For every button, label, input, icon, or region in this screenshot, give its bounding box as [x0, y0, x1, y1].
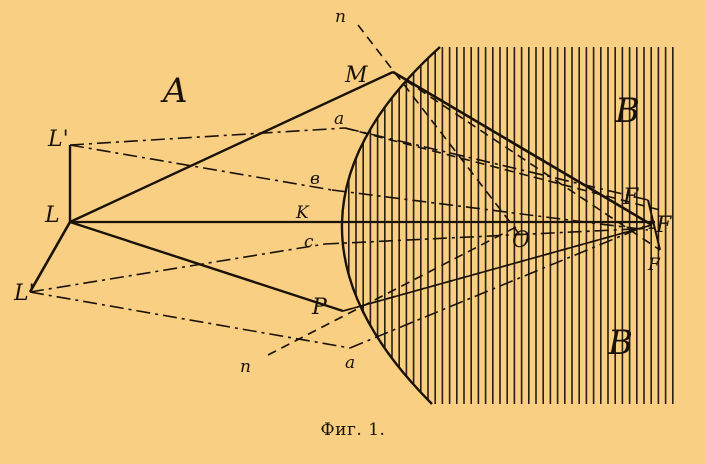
point-l-bottom-label: L' — [13, 281, 35, 306]
point-l-label: L — [44, 203, 60, 228]
dash-dot-rays — [29, 127, 656, 349]
point-f-label: F — [655, 213, 672, 238]
point-m-label: M — [344, 63, 368, 88]
point-k-label: K — [295, 203, 310, 223]
point-f-left-label: F — [622, 185, 639, 210]
point-l-top-label: L' — [47, 127, 69, 152]
dashed-lines — [267, 24, 661, 356]
point-a-top-label: a — [334, 109, 344, 129]
medium-b-top-label: B — [614, 91, 640, 131]
medium-a-label: A — [160, 71, 188, 111]
image-arrow — [647, 199, 661, 251]
point-o-label: O — [512, 228, 530, 253]
point-p-label: P — [311, 295, 328, 320]
object-lower-segment — [28, 221, 72, 293]
point-f-bottom-label: F — [647, 255, 661, 275]
point-c-label: c — [304, 232, 314, 252]
normal-n-bottom-label: n — [240, 357, 251, 377]
point-a-bottom-label: a — [345, 353, 355, 373]
point-b-label: в — [310, 169, 320, 189]
figure-caption: Фиг. 1. — [320, 420, 386, 440]
normal-n-top-label: n — [335, 7, 346, 27]
medium-b-bottom-label: B — [607, 323, 633, 363]
